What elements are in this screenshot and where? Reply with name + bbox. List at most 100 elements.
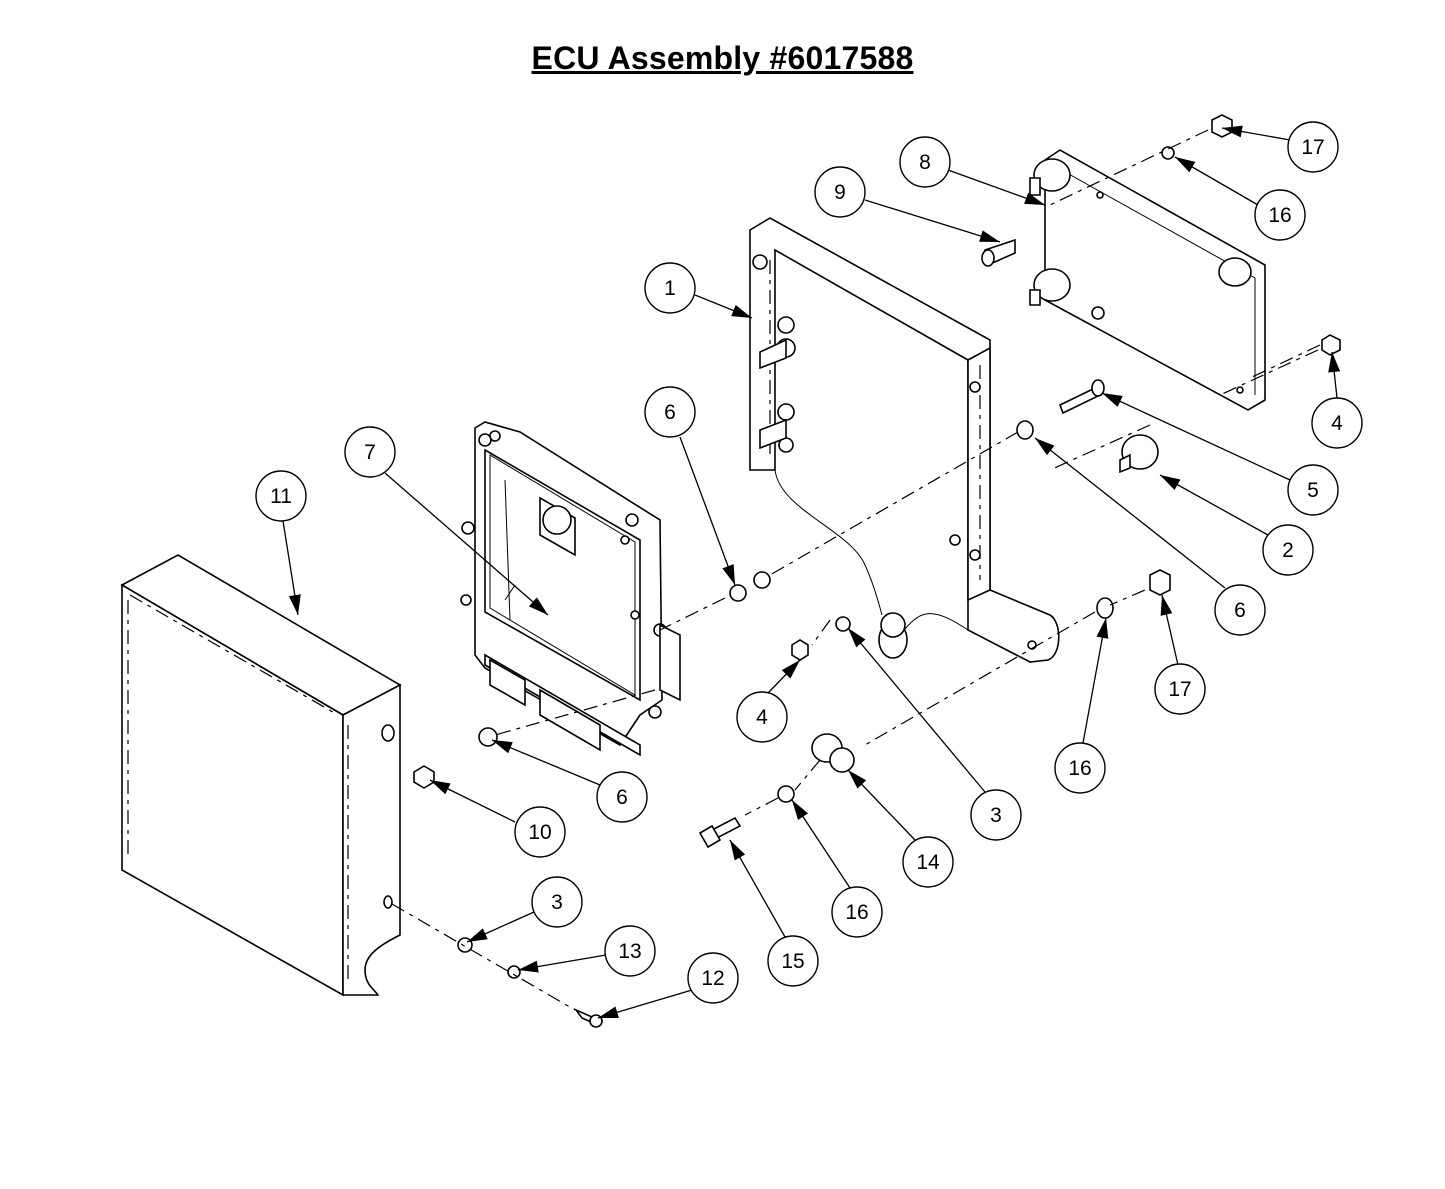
- callout-balloon: 7: [344, 426, 396, 478]
- callout-number: 9: [834, 181, 846, 204]
- callout-balloon: 14: [902, 836, 954, 888]
- callout-balloon: 16: [1254, 189, 1306, 241]
- balloon-circle: [644, 262, 696, 314]
- leader-arrowhead: [792, 800, 809, 821]
- leader-arrowhead: [1096, 618, 1109, 639]
- balloon-circle: [596, 771, 648, 823]
- callout-balloon: 4: [736, 691, 788, 743]
- callout-number: 10: [528, 821, 551, 844]
- callout-number: 16: [845, 901, 868, 924]
- callout-number: 3: [551, 891, 563, 914]
- callout-balloon: 4: [1311, 397, 1363, 449]
- balloon-circle: [902, 836, 954, 888]
- callout-number: 12: [701, 967, 724, 990]
- leader-arrowhead: [1102, 393, 1123, 407]
- leader-arrowhead: [848, 770, 867, 789]
- callout-number: 11: [270, 485, 292, 508]
- callout-balloon: 11: [255, 470, 307, 522]
- balloon-circle: [899, 136, 951, 188]
- callout-balloon: 1: [644, 262, 696, 314]
- balloon-circle: [1214, 584, 1266, 636]
- assembly-axes: [391, 129, 1321, 1011]
- ecu-module-part: [460, 421, 681, 757]
- leader-line: [1101, 392, 1291, 481]
- leader-arrowhead: [1222, 125, 1243, 138]
- callout-number: 16: [1068, 757, 1091, 780]
- callout-number: 14: [916, 851, 940, 874]
- callout-number: 6: [616, 786, 628, 809]
- balloon-circle: [687, 952, 739, 1004]
- callout-balloon: 6: [1214, 584, 1266, 636]
- callout-balloon: 9: [814, 166, 866, 218]
- leader-arrowhead: [430, 780, 451, 795]
- balloon-circle: [604, 925, 656, 977]
- leader-lines: [282, 125, 1341, 1019]
- balloon-circle: [1311, 397, 1363, 449]
- balloon-circle: [970, 789, 1022, 841]
- leader-arrowhead: [1328, 352, 1341, 373]
- balloon-circle: [814, 166, 866, 218]
- leader-line: [847, 627, 986, 793]
- leader-arrowhead: [598, 1006, 619, 1019]
- balloon-circle: [767, 935, 819, 987]
- leader-arrowhead: [731, 304, 752, 318]
- callout-balloon: 3: [970, 789, 1022, 841]
- leader-line: [1034, 437, 1226, 589]
- leader-arrowhead: [1160, 595, 1173, 616]
- callout-balloon: 15: [767, 935, 819, 987]
- mounting-bracket-part: [749, 217, 1060, 663]
- callout-balloon: 6: [644, 386, 696, 438]
- leader-line: [679, 436, 736, 586]
- callout-number: 17: [1301, 136, 1324, 159]
- balloon-circle: [1287, 464, 1339, 516]
- leader-line: [1082, 617, 1107, 744]
- leader-arrowhead: [848, 628, 866, 648]
- leader-arrowhead: [467, 928, 488, 942]
- callout-balloon: 16: [1054, 742, 1106, 794]
- callout-number: 15: [781, 950, 804, 973]
- balloon-circle: [1154, 663, 1206, 715]
- hardware: [413, 114, 1341, 1028]
- leader-arrowhead: [781, 660, 800, 679]
- callout-balloon: 10: [514, 806, 566, 858]
- leader-arrowhead: [1035, 438, 1055, 456]
- balloon-circle: [1287, 121, 1339, 173]
- leader-arrowhead: [1024, 192, 1045, 205]
- callout-balloon: 6: [596, 771, 648, 823]
- callout-balloon: 12: [687, 952, 739, 1004]
- callout-balloon: 17: [1287, 121, 1339, 173]
- cover-part: [120, 554, 402, 997]
- balloon-circle: [255, 470, 307, 522]
- callout-number: 4: [756, 706, 768, 729]
- leader-arrowhead: [722, 564, 735, 585]
- balloon-circle: [344, 426, 396, 478]
- callout-number: 6: [1234, 599, 1246, 622]
- callout-balloon: 3: [531, 876, 583, 928]
- leader-line: [1159, 474, 1269, 536]
- callout-balloon: 8: [899, 136, 951, 188]
- callout-balloon: 13: [604, 925, 656, 977]
- callout-number: 7: [364, 441, 376, 464]
- callout-balloon: 2: [1262, 524, 1314, 576]
- callout-number: 6: [664, 401, 676, 424]
- isolator-plate-part: [1029, 149, 1266, 411]
- balloon-circle: [1262, 524, 1314, 576]
- callout-number: 13: [618, 940, 641, 963]
- leader-arrowhead: [492, 740, 513, 754]
- leader-arrowhead: [1175, 157, 1196, 173]
- callout-number: 16: [1268, 204, 1291, 227]
- leader-arrowhead: [528, 597, 548, 615]
- callout-balloon: 17: [1154, 663, 1206, 715]
- callout-balloon: 16: [831, 886, 883, 938]
- callout-number: 4: [1331, 412, 1343, 435]
- balloon-circle: [531, 876, 583, 928]
- balloon-circle: [736, 691, 788, 743]
- leader-line: [384, 472, 549, 616]
- leader-arrowhead: [1160, 475, 1181, 490]
- balloon-circle: [1254, 189, 1306, 241]
- leader-arrowhead: [979, 230, 1000, 242]
- leader-arrowhead: [288, 594, 301, 615]
- leader-arrowhead: [518, 960, 539, 973]
